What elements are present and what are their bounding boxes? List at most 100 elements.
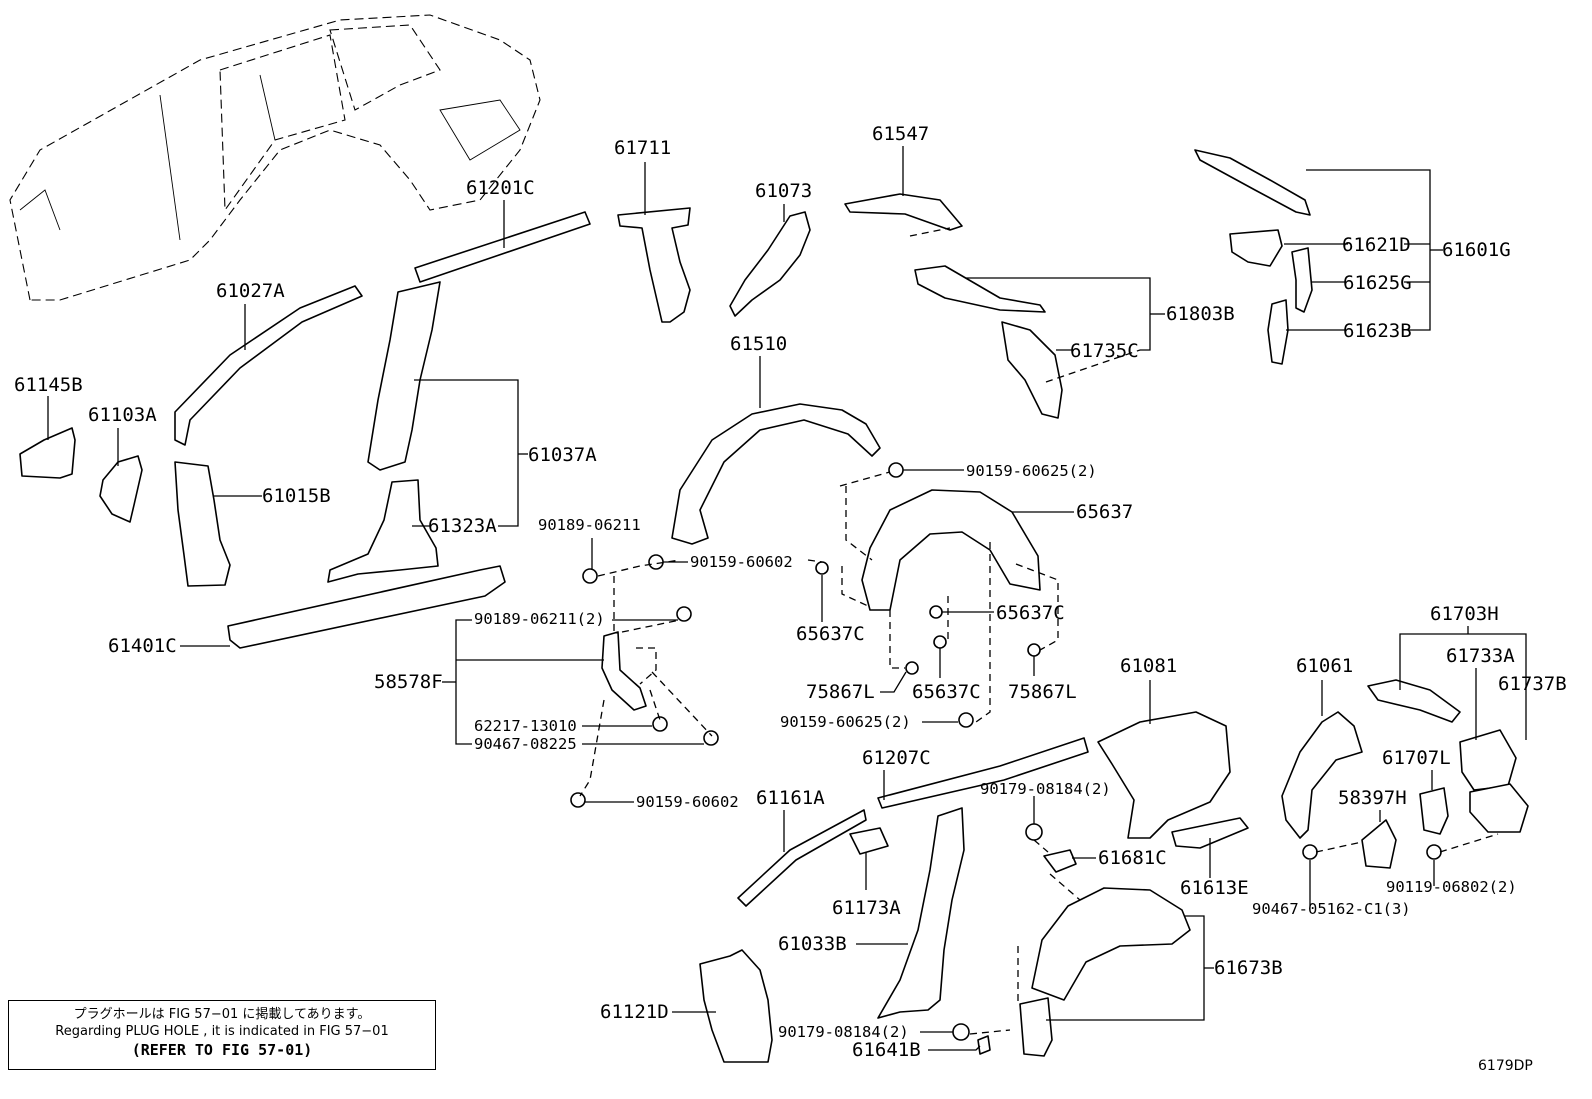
leader-lines (47, 146, 1527, 1051)
part-61037A-shape (367, 281, 441, 471)
part-61707L-shape (1419, 787, 1449, 835)
label-61103A: 61103A (88, 404, 157, 426)
label-90119-06802-2: 90119-06802(2) (1386, 878, 1517, 896)
label-61623B: 61623B (1343, 320, 1412, 342)
part-61737B-shape (1469, 783, 1529, 833)
label-61161A: 61161A (756, 787, 825, 809)
part-61161A-shape (737, 809, 867, 907)
label-90467-05162-C1-3: 90467-05162-C1(3) (1252, 900, 1411, 918)
label-90159-60602-a: 90159-60602 (690, 553, 793, 571)
part-61641B-shape (977, 1035, 991, 1055)
part-61081-shape (1097, 711, 1231, 839)
label-65637C-b: 65637C (996, 602, 1065, 624)
part-61601G-upper-shape (1194, 149, 1311, 216)
label-61803B: 61803B (1166, 303, 1235, 325)
part-58397H-shape (1361, 819, 1397, 869)
label-61073: 61073 (755, 180, 812, 202)
part-61103A-shape (99, 455, 143, 523)
label-65637: 65637 (1076, 501, 1133, 523)
part-labels: 61201C 61711 61073 61547 61621D 61601G 6… (14, 123, 1567, 1061)
label-90179-08184-2-a: 90179-08184(2) (980, 780, 1111, 798)
plug-hole-note: プラグホールは FIG 57−01 に掲載してあります。 Regarding P… (8, 1000, 436, 1070)
part-61711-shape (617, 207, 691, 323)
label-61735C: 61735C (1070, 340, 1139, 362)
label-61703H: 61703H (1430, 603, 1499, 625)
label-61145B: 61145B (14, 374, 83, 396)
part-61510-shape (671, 403, 881, 545)
label-61015B: 61015B (262, 485, 331, 507)
label-61733A: 61733A (1446, 645, 1515, 667)
body-side-outline (9, 14, 541, 301)
label-61201C: 61201C (466, 177, 535, 199)
label-61681C: 61681C (1098, 847, 1167, 869)
label-61037A: 61037A (528, 444, 597, 466)
part-61073-shape (729, 211, 811, 317)
label-62217-13010: 62217-13010 (474, 717, 577, 735)
label-61625G: 61625G (1343, 272, 1412, 294)
label-65637C-c: 65637C (912, 681, 981, 703)
part-61681C-shape (1043, 849, 1077, 873)
label-61613E: 61613E (1180, 877, 1249, 899)
part-61735C-shape (1001, 321, 1063, 419)
label-58397H: 58397H (1338, 787, 1407, 809)
note-english: Regarding PLUG HOLE , it is indicated in… (55, 1024, 389, 1039)
label-90159-60602-b: 90159-60602 (636, 793, 739, 811)
part-61703H-shape (1367, 679, 1461, 723)
part-61673B-lower-shape (1019, 997, 1053, 1057)
part-61061-shape (1281, 711, 1363, 839)
part-61547-shape (844, 193, 963, 231)
part-58578F-shape (601, 631, 647, 711)
part-61121D-shape (699, 949, 773, 1063)
label-61707L: 61707L (1382, 747, 1451, 769)
label-61401C: 61401C (108, 635, 177, 657)
part-61207C-shape (877, 737, 1089, 809)
part-61201C-shape (414, 211, 591, 283)
note-japanese: プラグホールは FIG 57−01 に掲載してあります。 (73, 1007, 371, 1022)
figure-code: 6179DP (1478, 1058, 1533, 1074)
part-61033B-shape (877, 807, 965, 1019)
part-61623B-shape (1267, 299, 1289, 365)
part-65637-shape (861, 489, 1041, 611)
label-90159-60625-2-bot: 90159-60625(2) (780, 713, 911, 731)
label-65637C-a: 65637C (796, 623, 865, 645)
label-61711: 61711 (614, 137, 671, 159)
part-61027A-shape (174, 285, 363, 446)
part-61673B-shape (1031, 887, 1191, 1001)
label-61061: 61061 (1296, 655, 1353, 677)
label-61601G: 61601G (1442, 239, 1511, 261)
part-61145B-shape (19, 427, 76, 479)
label-61621D: 61621D (1342, 234, 1411, 256)
label-90189-06211: 90189-06211 (538, 516, 641, 534)
label-61207C: 61207C (862, 747, 931, 769)
part-61733A-shape (1459, 729, 1517, 791)
part-61803B-upper-shape (914, 265, 1046, 313)
part-61323A-shape (327, 479, 439, 583)
part-61173A-shape (849, 827, 889, 855)
label-61173A: 61173A (832, 897, 901, 919)
label-75867L-b: 75867L (1008, 681, 1077, 703)
label-61510: 61510 (730, 333, 787, 355)
label-90179-08184-2-b: 90179-08184(2) (778, 1023, 909, 1041)
note-reference: (REFER TO FIG 57-01) (131, 1041, 313, 1059)
label-61547: 61547 (872, 123, 929, 145)
part-61613E-shape (1171, 817, 1249, 849)
label-61323A: 61323A (428, 515, 497, 537)
label-90189-06211-2: 90189-06211(2) (474, 610, 605, 628)
label-75867L-a: 75867L (806, 681, 875, 703)
label-61033B: 61033B (778, 933, 847, 955)
label-61737B: 61737B (1498, 673, 1567, 695)
label-90159-60625-2-top: 90159-60625(2) (966, 462, 1097, 480)
label-90467-08225: 90467-08225 (474, 735, 577, 753)
part-61401C-shape (227, 565, 506, 649)
label-58578F: 58578F (374, 671, 443, 693)
label-61673B: 61673B (1214, 957, 1283, 979)
label-61027A: 61027A (216, 280, 285, 302)
part-61015B-shape (174, 461, 231, 587)
assembly-lines (579, 227, 1499, 1035)
label-61081: 61081 (1120, 655, 1177, 677)
part-61625G-shape (1291, 247, 1313, 313)
label-61121D: 61121D (600, 1001, 669, 1023)
label-61641B: 61641B (852, 1039, 921, 1061)
